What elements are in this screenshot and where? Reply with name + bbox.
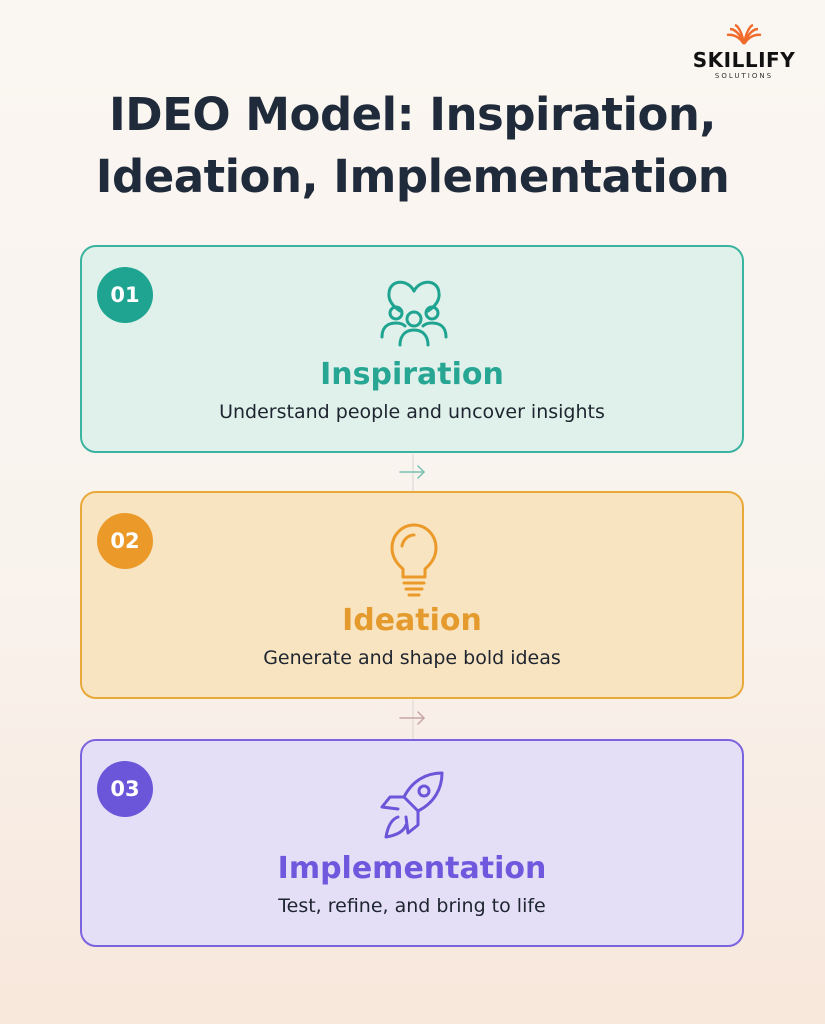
brand-tagline: SOLUTIONS [714,72,774,80]
page-title: IDEO Model: Inspiration, Ideation, Imple… [0,84,825,208]
page-title-line-1: IDEO Model: Inspiration, [108,88,717,141]
brand-name: SKILLIFY [692,48,796,72]
stage-card-implementation: 03 Implementation Test, refine, and brin… [80,739,744,947]
stage-number-badge: 03 [97,761,153,817]
brand-logo: SKILLIFY SOLUTIONS [684,24,804,84]
stage-card-inspiration: 01 Inspiration Understand people and unc… [80,245,744,453]
stage-number-badge: 02 [97,513,153,569]
stage-description: Test, refine, and bring to life [278,895,546,917]
stage-title: Inspiration [320,357,504,392]
stage-number-badge: 01 [97,267,153,323]
lightbulb-icon [390,523,438,597]
stage-title: Ideation [342,603,482,638]
stage-description: Understand people and uncover insights [219,401,605,423]
rocket-icon [380,771,444,839]
stage-description: Generate and shape bold ideas [263,647,561,669]
stage-card-ideation: 02 Ideation Generate and shape bold idea… [80,491,744,699]
stage-title: Implementation [277,851,547,886]
arrow-right-icon [399,454,426,494]
book-logo-icon [726,24,762,45]
arrow-right-icon [399,700,426,740]
people-heart-icon [380,280,448,347]
page-title-line-2: Ideation, Implementation [95,150,730,203]
